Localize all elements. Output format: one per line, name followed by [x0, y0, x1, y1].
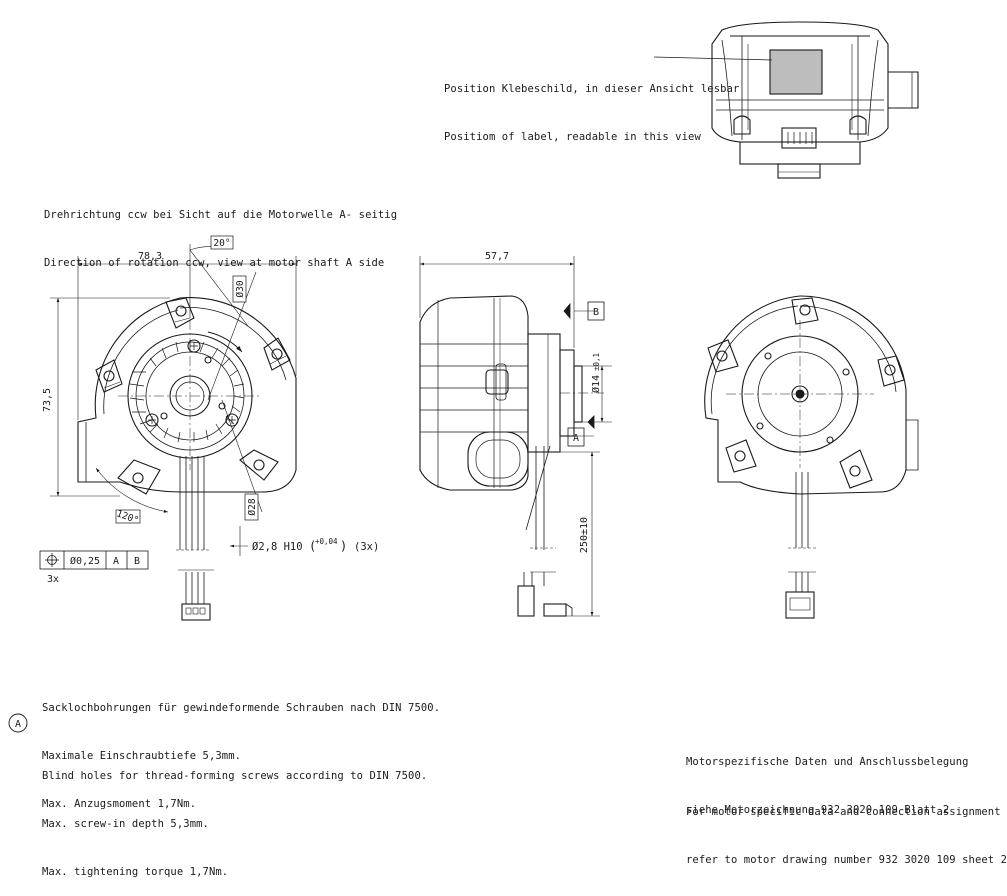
front-dimensions — [50, 244, 297, 556]
hole-tol-close: ) — [340, 539, 347, 553]
datum-b-marker — [563, 301, 605, 321]
shaft-tol: ±0,1 — [592, 353, 601, 371]
svg-text:20°: 20° — [213, 238, 230, 249]
motor-note-en-2: refer to motor drawing number 932 3020 1… — [686, 854, 1007, 866]
tol-value: Ø0,25 — [70, 555, 100, 567]
motor-note-de-1: Motorspezifische Daten und Anschlussbele… — [686, 756, 969, 768]
blind-holes-de-1: Sacklochbohrungen für gewindeformende Sc… — [42, 702, 441, 714]
circled-a-marker: A — [8, 713, 28, 733]
tolerance-frame — [39, 550, 149, 570]
tol-count: 3x — [47, 574, 59, 585]
hole-spec: Ø2,8 H10 — [252, 541, 303, 553]
angle-bottom-label: 120° — [115, 508, 141, 526]
shaft-dia: Ø14 — [590, 375, 602, 393]
motor-note-en: For motor specific data and connection a… — [686, 772, 1007, 884]
label-note: Position Klebeschild, in dieser Ansicht … — [444, 49, 739, 161]
rear-view — [704, 295, 919, 619]
datum-a-letter: A — [573, 433, 579, 444]
motor-note-en-1: For motor specific data and connection a… — [686, 806, 1001, 818]
svg-text:A: A — [15, 719, 21, 730]
tol-datum-2: B — [134, 556, 140, 567]
blind-holes-note-de: Sacklochbohrungen für gewindeformende Sc… — [42, 668, 440, 828]
dim-height-front: 73,5 — [42, 388, 53, 412]
label-note-en: Positiom of label, readable in this view — [444, 131, 701, 143]
svg-text:Ø30: Ø30 — [235, 280, 246, 297]
datum-b-letter: B — [593, 307, 599, 318]
label-note-de: Position Klebeschild, in dieser Ansicht … — [444, 83, 740, 95]
blind-holes-de-2: Maximale Einschraubtiefe 5,3mm. — [42, 750, 242, 762]
hole-count: (3x) — [354, 541, 379, 553]
circle-28-label: Ø28 — [244, 493, 259, 521]
circle-30-label: Ø30 — [232, 275, 247, 303]
rear-centerlines — [726, 320, 874, 468]
rotation-note: Drehrichtung ccw bei Sicht auf die Motor… — [44, 175, 397, 287]
side-view — [419, 295, 583, 617]
rotation-note-en: Direction of rotation ccw, view at motor… — [44, 257, 385, 269]
angle-top-label: 20° — [210, 235, 234, 250]
front-view — [77, 297, 297, 621]
hole-tol-open: ( — [309, 539, 316, 553]
technical-drawing: 78,3 73,5 20° Ø30 Ø28 120° Ø2,8 H10 ( +0… — [8, 21, 919, 733]
blind-holes-note-en: Blind holes for thread-forming screws ac… — [42, 736, 427, 896]
top-view — [711, 21, 919, 179]
tol-datum-1: A — [113, 556, 119, 567]
dim-width-side: 57,7 — [485, 251, 509, 262]
front-centerlines — [118, 320, 262, 470]
svg-text:Ø28: Ø28 — [247, 498, 258, 515]
blind-holes-en-1: Blind holes for thread-forming screws ac… — [42, 770, 428, 782]
side-dimensions — [419, 256, 612, 617]
rotation-note-de: Drehrichtung ccw bei Sicht auf die Motor… — [44, 209, 398, 221]
blind-holes-en-2: Max. screw-in depth 5,3mm. — [42, 818, 209, 830]
motor-note-de: Motorspezifische Daten und Anschlussbele… — [686, 722, 969, 834]
datum-a-marker — [567, 415, 595, 447]
blind-holes-en-3: Max. tightening torque 1,7Nm. — [42, 866, 229, 878]
motor-note-de-2: siehe Motorzeichnung 932 3020 109 Blatt … — [686, 804, 950, 816]
cable-length: 250±10 — [579, 517, 590, 553]
rotation-arrow — [207, 331, 243, 353]
dim-width-front: 78,3 — [138, 251, 162, 262]
blind-holes-de-3: Max. Anzugsmoment 1,7Nm. — [42, 798, 197, 810]
label-leader-line — [653, 56, 773, 61]
hole-tol: +0,04 — [315, 537, 338, 546]
